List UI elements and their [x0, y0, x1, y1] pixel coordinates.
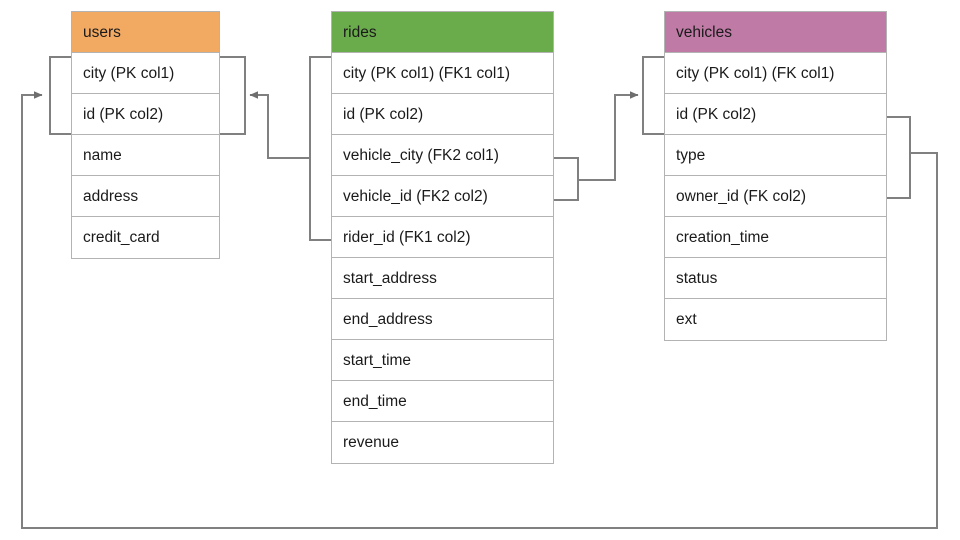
table-row[interactable]: status: [665, 258, 886, 299]
table-row[interactable]: ext: [665, 299, 886, 340]
edge-rides-to-users: [249, 91, 310, 159]
users-right-bracket: [220, 56, 246, 135]
table-row[interactable]: end_time: [332, 381, 553, 422]
table-row[interactable]: revenue: [332, 422, 553, 463]
table-vehicles-header: vehicles: [665, 12, 886, 53]
table-users[interactable]: users city (PK col1) id (PK col2) name a…: [71, 11, 220, 259]
users-left-bracket: [49, 56, 71, 135]
rides-right-bracket: [554, 157, 579, 201]
vehicles-left-bracket: [642, 56, 664, 135]
rides-left-bracket: [309, 56, 331, 241]
vehicles-right-bracket: [887, 116, 911, 199]
table-rides[interactable]: rides city (PK col1) (FK1 col1) id (PK c…: [331, 11, 554, 464]
table-row[interactable]: city (PK col1): [72, 53, 219, 94]
table-row[interactable]: rider_id (FK1 col2): [332, 217, 553, 258]
table-vehicles[interactable]: vehicles city (PK col1) (FK col1) id (PK…: [664, 11, 887, 341]
table-rides-header: rides: [332, 12, 553, 53]
table-row[interactable]: type: [665, 135, 886, 176]
table-row[interactable]: name: [72, 135, 219, 176]
table-row[interactable]: start_time: [332, 340, 553, 381]
edge-rides-to-vehicles: [578, 91, 639, 181]
table-row[interactable]: id (PK col2): [72, 94, 219, 135]
table-row[interactable]: owner_id (FK col2): [665, 176, 886, 217]
table-users-header: users: [72, 12, 219, 53]
table-row[interactable]: vehicle_city (FK2 col1): [332, 135, 553, 176]
table-row[interactable]: end_address: [332, 299, 553, 340]
table-row[interactable]: credit_card: [72, 217, 219, 258]
table-row[interactable]: id (PK col2): [665, 94, 886, 135]
table-row[interactable]: address: [72, 176, 219, 217]
table-row[interactable]: id (PK col2): [332, 94, 553, 135]
table-row[interactable]: city (PK col1) (FK col1): [665, 53, 886, 94]
table-row[interactable]: city (PK col1) (FK1 col1): [332, 53, 553, 94]
table-row[interactable]: start_address: [332, 258, 553, 299]
table-row[interactable]: vehicle_id (FK2 col2): [332, 176, 553, 217]
table-row[interactable]: creation_time: [665, 217, 886, 258]
